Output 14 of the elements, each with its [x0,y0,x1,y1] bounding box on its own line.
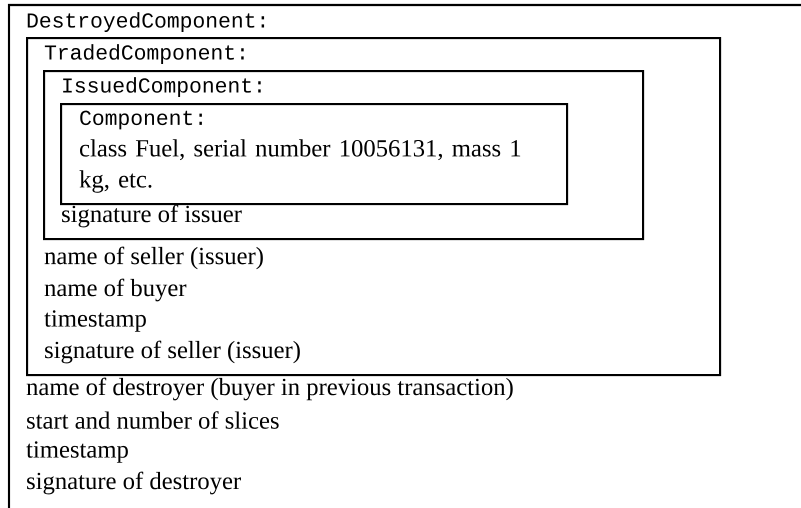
field-text: signature of destroyer [27,472,241,494]
record-heading: IssuedComponent: [63,77,261,97]
record-heading: Component: [80,110,202,130]
field-text: signature of seller (issuer) [45,340,300,364]
field-text: signature of issuer [62,204,242,228]
field-text: name of seller (issuer) [44,246,263,270]
field-text: name of destroyer (buyer in previous transaction) [26,378,513,400]
field-text: timestamp [44,310,146,332]
field-text: timestamp [26,441,128,463]
field-text: class Fuel, serial number 10056131, mass 1 kg, etc. [80,139,520,193]
field-text: name of buyer [44,278,186,302]
field-text: start and number of slices [27,411,279,429]
record-heading: TradedComponent: [44,44,244,64]
record-heading: DestroyedComponent: [28,12,264,32]
